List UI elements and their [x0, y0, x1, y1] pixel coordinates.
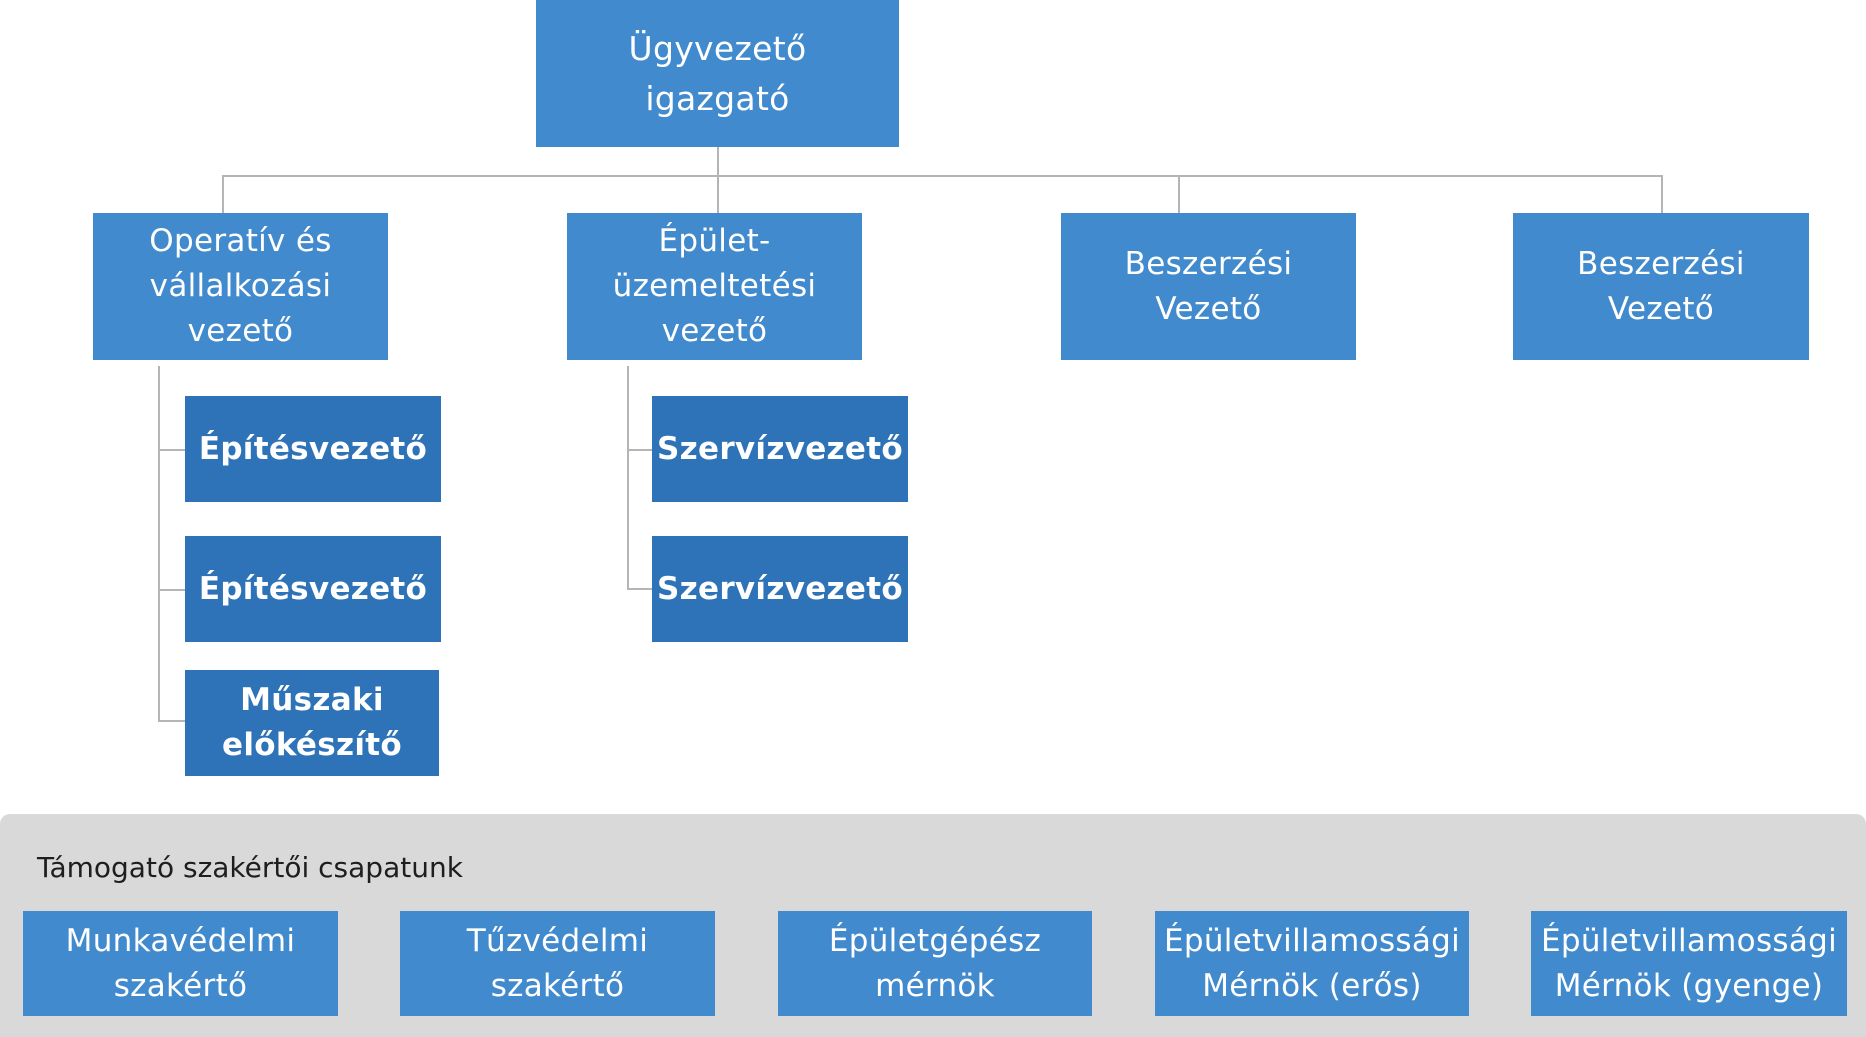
- connector-root-down: [717, 147, 719, 177]
- org-node-manager: Operatív és vállalkozási vezető: [93, 213, 388, 360]
- connector-manager-3: [1178, 175, 1180, 213]
- connector-middle-sub-1: [627, 449, 652, 451]
- connector-manager-1: [222, 175, 224, 213]
- org-node-root: Ügyvezető igazgató: [536, 0, 899, 147]
- org-node-manager: Beszerzési Vezető: [1513, 213, 1809, 360]
- org-node-manager: Épület- üzemeltetési vezető: [567, 213, 862, 360]
- support-member: Épületgépész mérnök: [778, 911, 1092, 1016]
- connector-manager-2: [717, 175, 719, 213]
- connector-left-vertical: [158, 366, 160, 722]
- support-member: Tűzvédelmi szakértő: [400, 911, 715, 1016]
- org-node-subordinate: Szervízvezető: [652, 536, 908, 642]
- connector-left-sub-3: [158, 720, 185, 722]
- connector-left-sub-2: [158, 589, 185, 591]
- connector-left-sub-1: [158, 449, 185, 451]
- org-node-subordinate: Műszaki előkészítő: [185, 670, 439, 776]
- connector-horizontal-bus: [222, 175, 1663, 177]
- org-node-subordinate: Építésvezető: [185, 396, 441, 502]
- support-member: Munkavédelmi szakértő: [23, 911, 338, 1016]
- connector-middle-vertical: [627, 366, 629, 590]
- org-node-manager: Beszerzési Vezető: [1061, 213, 1356, 360]
- support-team-title: Támogató szakértői csapatunk: [37, 851, 463, 884]
- support-member: Épületvillamossági Mérnök (gyenge): [1531, 911, 1847, 1016]
- org-node-subordinate: Építésvezető: [185, 536, 441, 642]
- connector-manager-4: [1661, 175, 1663, 213]
- org-node-subordinate: Szervízvezető: [652, 396, 908, 502]
- support-member: Épületvillamossági Mérnök (erős): [1155, 911, 1469, 1016]
- connector-middle-sub-2: [627, 588, 652, 590]
